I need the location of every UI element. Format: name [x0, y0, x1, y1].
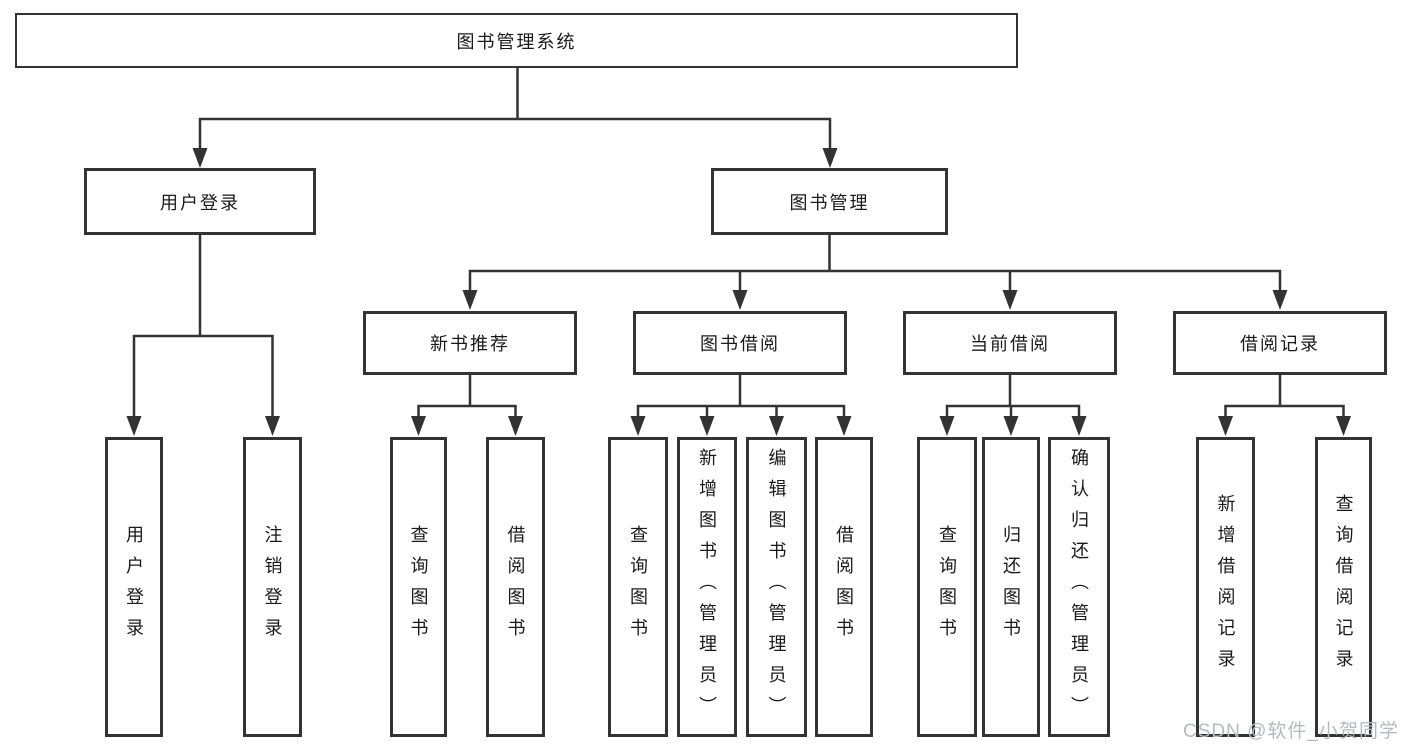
leaf-query-borrow-record: 查询借阅记录	[1315, 437, 1372, 737]
node-label: 图书借阅	[700, 334, 780, 354]
leaf-query-books-current: 查询图书	[917, 437, 977, 737]
leaf-label: 新增图书（管理员）	[697, 447, 717, 727]
leaf-label: 借阅图书	[505, 525, 526, 649]
node-label: 图书管理	[789, 192, 870, 213]
leaf-borrow-books: 借阅图书	[815, 437, 873, 737]
node-borrowing-records: 借阅记录	[1173, 311, 1387, 375]
leaf-borrow-books-recommend: 借阅图书	[486, 437, 545, 737]
node-label: 借阅记录	[1240, 334, 1320, 354]
leaf-query-books-recommend: 查询图书	[390, 437, 447, 737]
leaf-add-books-admin: 新增图书（管理员）	[677, 437, 737, 737]
leaf-edit-books-admin: 编辑图书（管理员）	[746, 437, 807, 737]
leaf-confirm-return-admin: 确认归还（管理员）	[1048, 437, 1110, 737]
leaf-label: 借阅图书	[834, 525, 854, 649]
leaf-label: 编辑图书（管理员）	[766, 447, 787, 727]
leaf-label: 用户登录	[124, 525, 144, 649]
node-label: 当前借阅	[970, 334, 1050, 354]
node-library-management-system: 图书管理系统	[15, 13, 1018, 68]
leaf-label: 查询图书	[408, 525, 429, 649]
leaf-label: 新增借阅记录	[1215, 494, 1236, 680]
leaf-add-borrow-record: 新增借阅记录	[1196, 437, 1255, 737]
leaf-label: 注销登录	[262, 525, 283, 649]
leaf-label: 归还图书	[1001, 525, 1021, 649]
node-book-borrowing: 图书借阅	[633, 311, 847, 375]
node-label: 用户登录	[160, 192, 240, 213]
node-new-book-recommend: 新书推荐	[363, 311, 577, 375]
leaf-query-books-borrowing: 查询图书	[608, 437, 668, 737]
node-current-borrowing: 当前借阅	[903, 311, 1117, 375]
leaf-label: 查询图书	[628, 525, 648, 649]
leaf-label: 确认归还（管理员）	[1069, 447, 1089, 727]
arrowheads	[126, 148, 1351, 436]
leaf-user-login: 用户登录	[105, 437, 163, 737]
csdn-watermark: CSDN @软件_小贺同学	[1183, 721, 1399, 742]
leaf-logout-login: 注销登录	[243, 437, 302, 737]
node-label: 图书管理系统	[456, 31, 577, 52]
leaf-return-books: 归还图书	[982, 437, 1040, 737]
node-user-login: 用户登录	[84, 168, 316, 235]
leaf-label: 查询图书	[937, 525, 957, 649]
node-book-management: 图书管理	[711, 168, 948, 235]
leaf-label: 查询借阅记录	[1333, 494, 1354, 680]
node-label: 新书推荐	[430, 334, 510, 354]
